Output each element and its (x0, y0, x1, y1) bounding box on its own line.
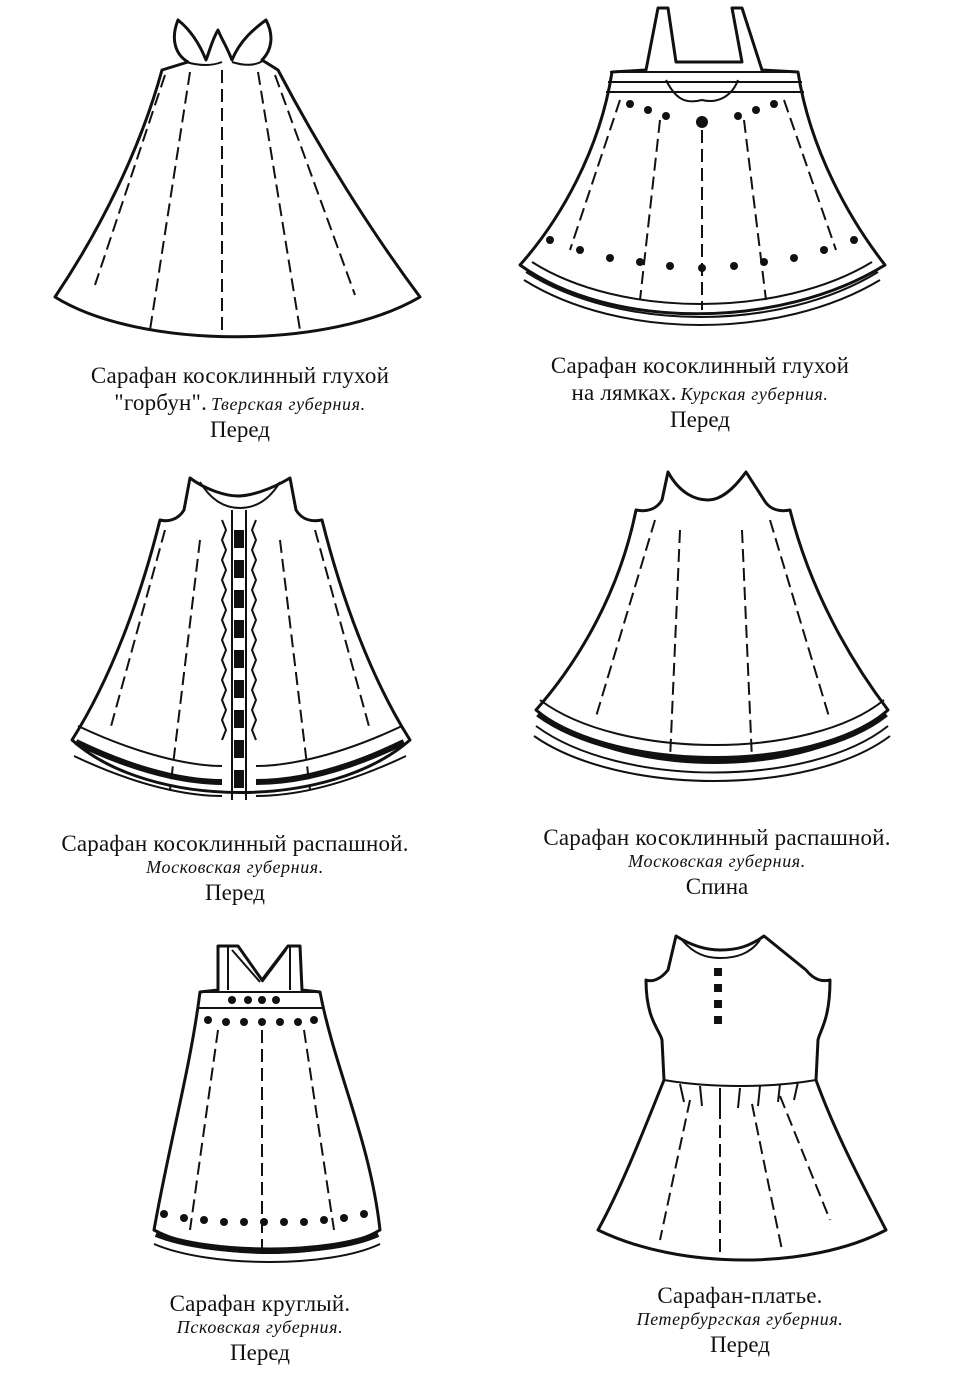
caption-title-line2: на лямках. (571, 380, 677, 406)
caption-raspashnoy-front: Сарафан косоклинный распашной. Московска… (0, 830, 470, 906)
caption-region: Тверская губерния. (211, 394, 366, 415)
caption-title: Сарафан косоклинный распашной. (543, 825, 891, 850)
caption-title: Сарафан косоклинный глухой (90, 363, 390, 388)
caption-region: Московская губерния. (146, 857, 324, 878)
caption-krugly: Сарафан круглый. Псковская губерния. Пер… (40, 1290, 480, 1366)
caption-region: Московская губерния. (628, 851, 806, 872)
caption-view: Перед (670, 407, 730, 433)
caption-title: Сарафан круглый. (169, 1291, 351, 1316)
sarafan-raspashnoy-back-illustration (480, 460, 960, 830)
caption-view: Перед (710, 1332, 770, 1357)
caption-view: Перед (205, 880, 265, 905)
caption-title-line2: "горбун". (114, 390, 208, 416)
caption-gorbun: Сарафан косоклинный глухой "горбун". Тве… (20, 362, 460, 443)
caption-view: Перед (210, 417, 270, 443)
caption-title: Сарафан косоклинный глухой (550, 353, 850, 378)
sarafan-lyamki-illustration (480, 0, 960, 360)
caption-view: Спина (685, 874, 749, 899)
sarafan-raspashnoy-front-illustration (0, 460, 480, 830)
caption-title: Сарафан-платье. (657, 1283, 823, 1308)
caption-platye: Сарафан-платье. Петербургская губерния. … (560, 1282, 920, 1358)
caption-lyamki: Сарафан косоклинный глухой на лямках. Ку… (490, 352, 910, 433)
caption-raspashnoy-back: Сарафан косоклинный распашной. Московска… (482, 824, 952, 900)
caption-region: Петербургская губерния. (636, 1309, 844, 1330)
caption-region: Курская губерния. (680, 384, 829, 405)
caption-region: Псковская губерния. (176, 1317, 344, 1338)
caption-title: Сарафан косоклинный распашной. (61, 831, 409, 856)
caption-view: Перед (230, 1340, 290, 1365)
sarafan-krugly-illustration (0, 930, 480, 1290)
sarafan-gorbun-illustration (0, 0, 480, 360)
sarafan-platye-illustration (480, 920, 960, 1280)
